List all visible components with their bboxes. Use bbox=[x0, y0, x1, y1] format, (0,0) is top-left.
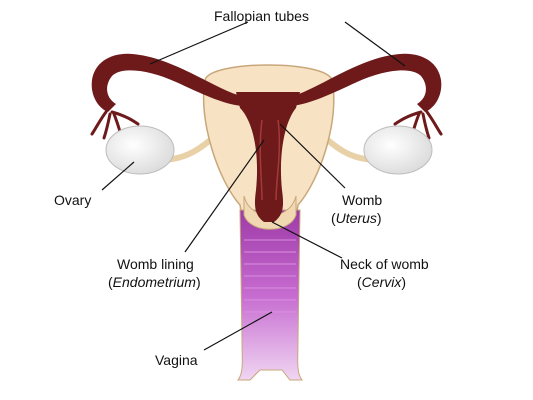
leader-womb bbox=[279, 123, 346, 189]
leader-fallopian-left bbox=[149, 21, 249, 65]
left-ovary bbox=[105, 125, 175, 175]
vagina-shape bbox=[237, 209, 303, 381]
leader-ovary bbox=[101, 161, 135, 191]
left-fallopian-tube bbox=[91, 53, 243, 112]
leader-lines bbox=[101, 21, 406, 351]
label-ovary: Ovary bbox=[54, 192, 92, 208]
label-cervix: Cervix bbox=[361, 274, 402, 290]
label-neck-of-womb-sci: (Cervix) bbox=[357, 274, 407, 290]
label-endometrium: Endometrium bbox=[112, 274, 196, 290]
leader-womb-lining bbox=[184, 139, 265, 253]
endometrium-highlight bbox=[259, 119, 281, 201]
left-fimbriae bbox=[90, 110, 140, 140]
label-vagina: Vagina bbox=[155, 352, 198, 368]
right-ovary bbox=[363, 125, 433, 175]
label-womb: Womb bbox=[342, 192, 383, 208]
label-uterus: Uterus bbox=[335, 210, 377, 226]
label-womb-lining-sci: (Endometrium) bbox=[108, 274, 201, 290]
leader-vagina bbox=[203, 311, 273, 351]
uterine-cavity bbox=[236, 92, 300, 222]
label-womb-lining: Womb lining bbox=[117, 256, 194, 272]
right-fallopian-tube bbox=[291, 53, 442, 112]
leader-fallopian-right bbox=[344, 21, 406, 67]
label-fallopian-tubes: Fallopian tubes bbox=[214, 8, 309, 24]
label-womb-sci: (Uterus) bbox=[331, 210, 382, 226]
vagina-rugae bbox=[244, 239, 296, 313]
leader-neck-of-womb bbox=[271, 221, 343, 259]
label-neck-of-womb: Neck of womb bbox=[340, 256, 429, 272]
